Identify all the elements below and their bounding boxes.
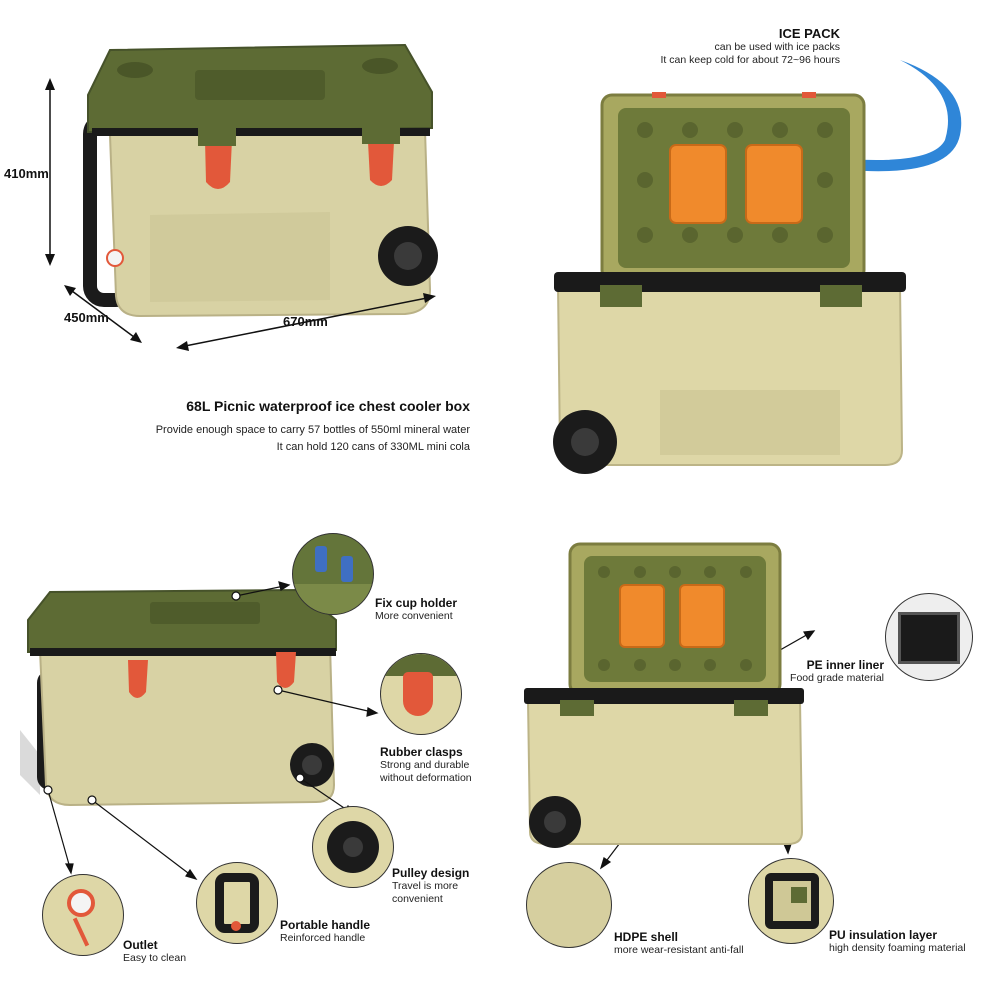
feature-sub: Travel is more convenient: [392, 880, 459, 905]
feature-sub: high density foaming material: [829, 942, 966, 954]
dim-depth-label: 450mm: [64, 310, 109, 325]
cooler-open-ice-pack-illustration: [553, 60, 962, 474]
product-title: 68L Picnic waterproof ice chest cooler b…: [186, 398, 470, 414]
capacity-bottles-text: Provide enough space to carry 57 bottles…: [155, 424, 470, 436]
feature-hdpe-shell: HDPE shell more wear-resistant anti-fall: [614, 930, 744, 957]
feature-title: HDPE shell: [614, 930, 679, 944]
cooler-materials-illustration: [524, 542, 804, 848]
feature-sub: Easy to clean: [123, 952, 187, 964]
ice-pack-title: ICE PACK: [778, 26, 840, 41]
feature-sub: Food grade material: [790, 672, 884, 684]
ice-pack-line1: can be used with ice packs: [714, 41, 841, 53]
hdpe-shell-detail-image: [526, 862, 612, 948]
feature-title: Pulley design: [392, 866, 470, 880]
ice-pack-description: ICE PACK can be used with ice packs It c…: [520, 26, 841, 67]
handle-detail-image: [196, 862, 278, 944]
feature-title: Outlet: [123, 938, 158, 952]
outlet-detail-image: [42, 874, 124, 956]
feature-title: PE inner liner: [806, 658, 884, 672]
feature-title: Fix cup holder: [375, 596, 458, 610]
feature-pe-liner: PE inner liner Food grade material: [684, 658, 884, 685]
pe-liner-detail-image: [885, 593, 973, 681]
cup-holder-detail-image: [292, 533, 374, 615]
ice-pack-line2: It can keep cold for about 72~96 hours: [660, 54, 841, 66]
cooler-closed-illustration: [45, 43, 438, 351]
cooler-features-illustration: [20, 588, 337, 807]
wheel-detail-image: [312, 806, 394, 888]
pu-insulation-detail-image: [748, 858, 834, 944]
feature-title: Rubber clasps: [380, 745, 463, 759]
feature-outlet: Outlet Easy to clean: [123, 938, 186, 965]
rubber-clasp-detail-image: [380, 653, 462, 735]
cooler-description: 68L Picnic waterproof ice chest cooler b…: [50, 398, 470, 456]
dim-height-label: 410mm: [4, 166, 49, 181]
feature-rubber-clasps: Rubber clasps Strong and durable without…: [380, 745, 472, 785]
feature-cup-holder: Fix cup holder More convenient: [375, 596, 457, 623]
feature-sub: more wear-resistant anti-fall: [614, 944, 744, 956]
feature-sub: Reinforced handle: [280, 932, 366, 944]
feature-pulley: Pulley design Travel is more convenient: [392, 866, 469, 906]
feature-sub: More convenient: [375, 610, 453, 622]
feature-portable-handle: Portable handle Reinforced handle: [280, 918, 370, 945]
capacity-cans-text: It can hold 120 cans of 330ML mini cola: [276, 441, 470, 453]
feature-title: Portable handle: [280, 918, 371, 932]
dim-width-label: 670mm: [283, 314, 328, 329]
feature-sub: Strong and durable without deformation: [380, 759, 472, 784]
feature-title: PU insulation layer: [829, 928, 938, 942]
feature-pu-insulation: PU insulation layer high density foaming…: [829, 928, 966, 955]
